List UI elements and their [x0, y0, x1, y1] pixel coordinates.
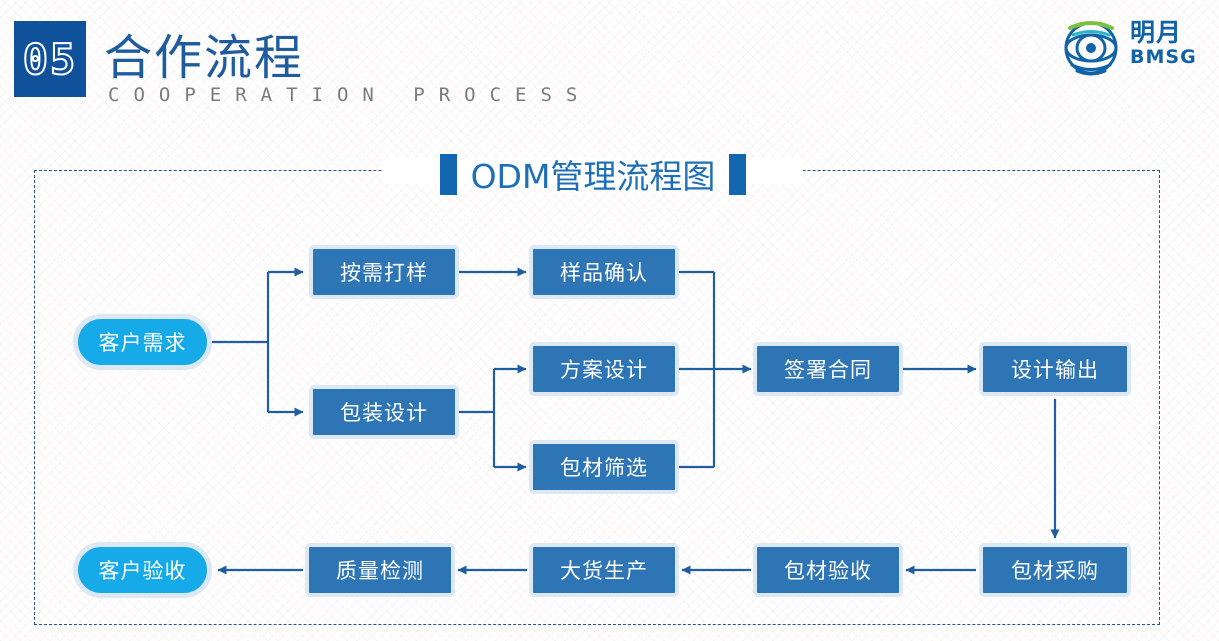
node-material-select[interactable]: 包材筛选 — [529, 440, 679, 494]
node-sign-contract[interactable]: 签署合同 — [753, 342, 903, 396]
node-label: 大货生产 — [560, 559, 648, 583]
node-quality-check[interactable]: 质量检测 — [305, 543, 455, 597]
node-label: 客户验收 — [98, 559, 187, 583]
logo-name-cn: 明月 — [1130, 18, 1183, 47]
node-label: 包材验收 — [784, 559, 872, 583]
eye-globe-icon — [1064, 21, 1118, 76]
node-label: 方案设计 — [560, 358, 648, 382]
node-customer-demand[interactable]: 客户需求 — [73, 314, 212, 370]
node-package-design[interactable]: 包装设计 — [309, 385, 459, 439]
node-label: 包材采购 — [1011, 559, 1099, 583]
title-accent-bar-right — [729, 153, 747, 195]
diagram-title: ODM管理流程图 — [470, 157, 716, 196]
node-mass-production[interactable]: 大货生产 — [529, 543, 679, 597]
node-material-accept[interactable]: 包材验收 — [753, 543, 903, 597]
node-label: 签署合同 — [784, 358, 872, 382]
node-design-output[interactable]: 设计输出 — [979, 342, 1131, 396]
node-label: 质量检测 — [336, 559, 424, 583]
node-sample-confirm[interactable]: 样品确认 — [529, 245, 679, 299]
node-label: 设计输出 — [1011, 358, 1099, 382]
page-title: 合作流程 — [104, 30, 305, 86]
diagram-title-group: ODM管理流程图 — [383, 148, 803, 200]
slide-header: 05 合作流程 COOPERATION PROCESS — [0, 0, 1219, 130]
section-number-badge: 05 — [14, 21, 86, 97]
node-label: 包材筛选 — [560, 456, 648, 480]
logo-wordmark: 明月 BMSG — [1130, 18, 1197, 69]
node-customer-accept[interactable]: 客户验收 — [73, 542, 212, 598]
node-label: 包装设计 — [340, 401, 428, 425]
page-subtitle: COOPERATION PROCESS — [108, 84, 592, 106]
section-number: 05 — [22, 34, 78, 85]
node-label: 样品确认 — [560, 261, 648, 285]
node-plan-design[interactable]: 方案设计 — [529, 342, 679, 396]
node-sampling[interactable]: 按需打样 — [309, 245, 459, 299]
node-label: 按需打样 — [340, 261, 428, 285]
node-material-purchase[interactable]: 包材采购 — [979, 543, 1131, 597]
brand-logo: 明月 BMSG — [1060, 16, 1210, 82]
node-label: 客户需求 — [98, 331, 187, 355]
title-accent-bar-left — [439, 153, 457, 195]
logo-name-en: BMSG — [1130, 46, 1197, 68]
